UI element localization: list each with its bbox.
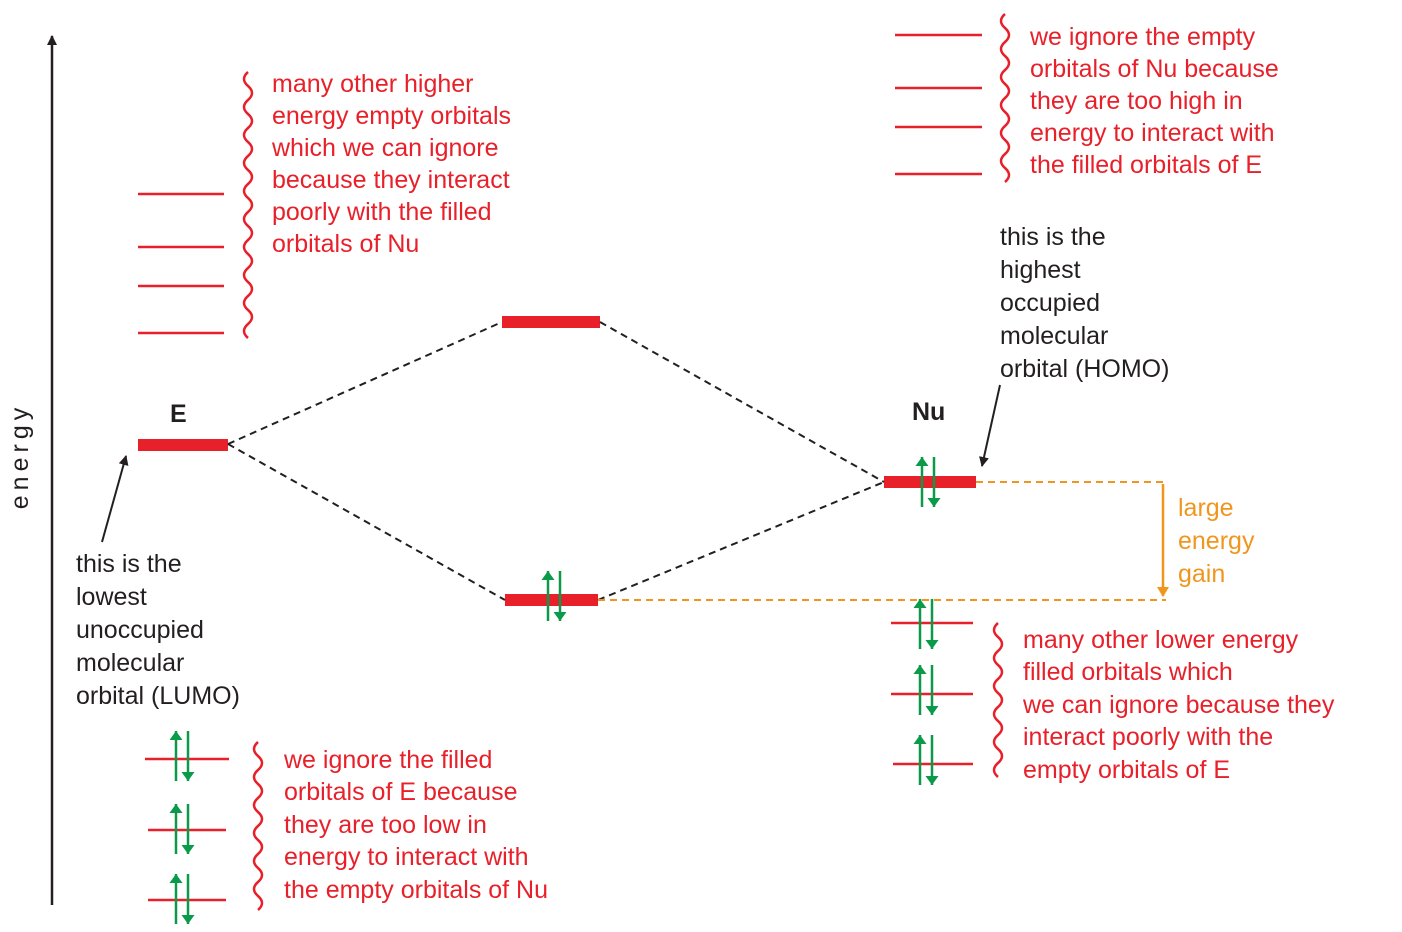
bonding-orbital [505, 594, 598, 606]
e-label: E [170, 400, 187, 428]
e-higher-note: many other higher energy empty orbitals … [271, 70, 518, 258]
homo-pointer-arrow [979, 384, 1001, 467]
energy-axis-label: energy [6, 403, 34, 509]
nu-lower-wavy-bracket [992, 622, 1004, 778]
e-lower-note: we ignore the filled orbitals of E becau… [283, 746, 548, 904]
nu-lower-note: many other lower energy filled orbitals … [1022, 626, 1341, 784]
nu-label: Nu [912, 398, 945, 426]
e-lower-wavy-bracket [252, 741, 264, 911]
e-higher-empty-orbitals [138, 192, 224, 335]
nu-higher-empty-orbitals [895, 33, 982, 176]
antibonding-orbital [502, 316, 600, 328]
nu-higher-note: we ignore the empty orbitals of Nu becau… [1029, 23, 1286, 179]
e-lumo-level [138, 439, 228, 451]
nu-lower-filled-orbitals [891, 599, 973, 785]
lumo-label: this is the lowest unoccupied molecular … [76, 550, 240, 710]
lumo-pointer-arrow [101, 455, 129, 543]
e-higher-wavy-bracket [242, 71, 254, 339]
e-lower-filled-orbitals [145, 731, 229, 924]
nu-higher-wavy-bracket [999, 13, 1011, 183]
nu-homo-level [884, 476, 976, 488]
correlation-lines [227, 321, 885, 601]
energy-gain-guides [598, 481, 1166, 601]
energy-gain-label: large energy gain [1178, 494, 1261, 588]
homo-label: this is the highest occupied molecular o… [1000, 223, 1169, 383]
